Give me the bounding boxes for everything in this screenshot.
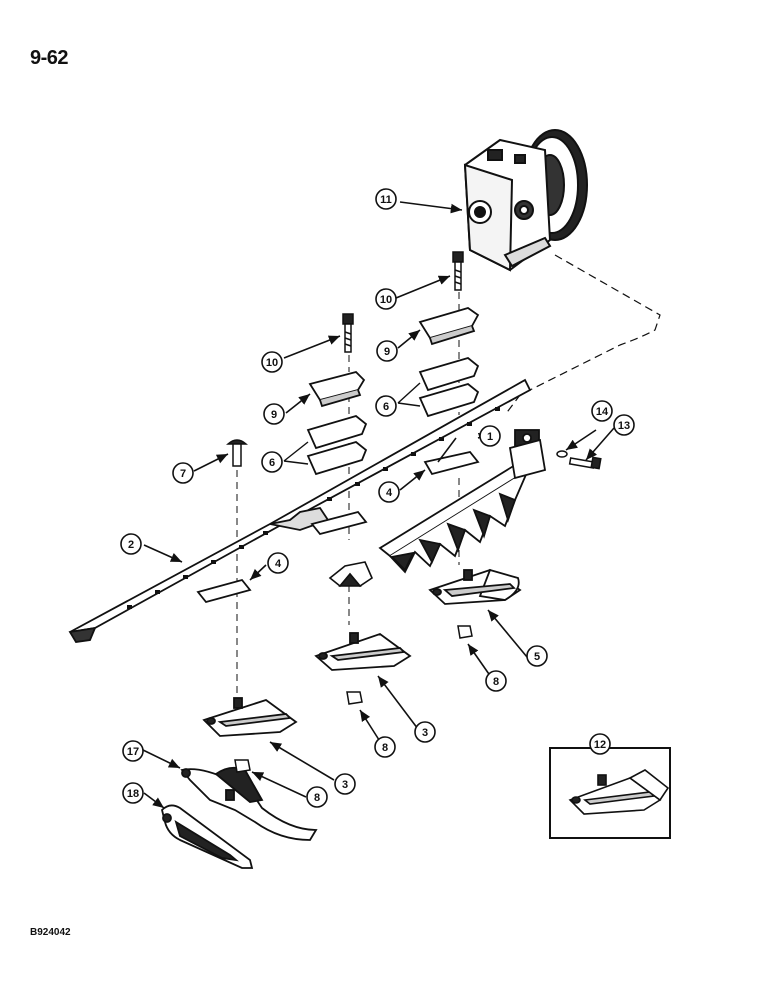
callout-8-mid: 8	[374, 736, 396, 758]
svg-text:4: 4	[386, 487, 393, 499]
svg-text:10: 10	[380, 294, 392, 306]
callout-8-left: 8	[306, 786, 328, 808]
wear-plate-4-left	[196, 578, 252, 604]
callout-9-right: 9	[376, 340, 398, 362]
svg-text:18: 18	[127, 788, 139, 800]
callout-17: 17	[122, 740, 144, 762]
svg-text:6: 6	[269, 457, 275, 469]
callout-1: 1	[479, 425, 501, 447]
wear-plate-4-right	[423, 450, 480, 476]
callout-4-left: 4	[267, 552, 289, 574]
svg-text:4: 4	[275, 558, 282, 570]
knife-section-loose	[328, 561, 374, 588]
shim-plates-6-right	[418, 357, 480, 418]
callout-10-right: 10	[375, 288, 397, 310]
callout-13: 13	[613, 414, 635, 436]
callout-5: 5	[526, 645, 548, 667]
nut-8-left	[234, 759, 251, 773]
wear-plate-4-mid	[310, 510, 368, 536]
inset-box-12	[549, 747, 671, 839]
callout-4-right: 4	[378, 481, 400, 503]
knife-guard-3-left	[202, 697, 298, 737]
callout-3-left: 3	[334, 773, 356, 795]
gearbox-drive-assembly	[463, 129, 588, 272]
guard-part-18	[161, 804, 254, 869]
svg-text:10: 10	[266, 357, 278, 369]
svg-text:9: 9	[271, 409, 277, 421]
washer-14	[556, 450, 568, 458]
callout-6-right: 6	[375, 395, 397, 417]
nut-8-right	[457, 625, 473, 639]
svg-text:7: 7	[180, 468, 186, 480]
svg-text:8: 8	[382, 742, 388, 754]
svg-text:2: 2	[128, 539, 134, 551]
svg-text:8: 8	[314, 792, 320, 804]
callout-12: 12	[589, 733, 611, 755]
knife-assembly-1	[378, 429, 547, 574]
svg-text:14: 14	[596, 406, 609, 418]
bolt-10-right	[452, 251, 464, 291]
svg-text:5: 5	[534, 651, 540, 663]
svg-text:3: 3	[342, 779, 348, 791]
callout-8-right: 8	[485, 670, 507, 692]
svg-text:12: 12	[594, 739, 606, 751]
svg-text:9: 9	[384, 346, 390, 358]
svg-text:11: 11	[380, 194, 392, 206]
callout-14: 14	[591, 400, 613, 422]
svg-text:6: 6	[383, 401, 389, 413]
callout-18: 18	[122, 782, 144, 804]
knife-guard-3-mid	[314, 632, 412, 671]
callout-11: 11	[375, 188, 397, 210]
callout-6-left: 6	[261, 451, 283, 473]
cutter-bar-holes	[127, 407, 500, 609]
svg-text:13: 13	[618, 420, 630, 432]
guard-part-17	[180, 766, 318, 841]
figure-code: B924042	[30, 927, 71, 938]
hold-down-clip-9-right	[418, 307, 480, 346]
bolt-10-left	[342, 313, 354, 353]
knife-guard-5	[428, 568, 522, 605]
nut-8-mid	[346, 691, 363, 705]
callout-3-mid: 3	[414, 721, 436, 743]
callouts: 1 2 3 3 4 4 5 6 6 7 8 8 8 9 9 10 10 11 1…	[120, 188, 635, 808]
page-number: 9-62	[30, 47, 69, 69]
hold-down-clip-9-left	[308, 370, 366, 408]
svg-text:17: 17	[127, 746, 139, 758]
callout-2: 2	[120, 533, 142, 555]
shim-plates-6-left	[306, 415, 368, 476]
callout-10-left: 10	[261, 351, 283, 373]
svg-text:8: 8	[493, 676, 499, 688]
svg-text:3: 3	[422, 727, 428, 739]
callout-9-left: 9	[263, 403, 285, 425]
svg-text:1: 1	[487, 431, 493, 443]
bolt-13	[568, 456, 602, 470]
carriage-bolt-7	[226, 439, 248, 467]
callout-7: 7	[172, 462, 194, 484]
